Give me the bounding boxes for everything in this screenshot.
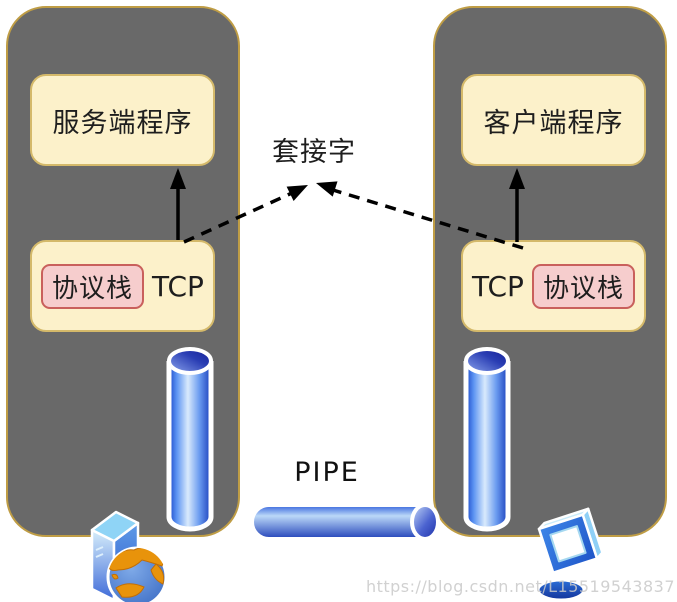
client-tcp-label: TCP (472, 269, 524, 303)
server-program-label: 服务端程序 (52, 107, 193, 139)
server-tcp-label: TCP (152, 269, 204, 303)
globe-icon (106, 546, 168, 602)
server-program-box: 服务端程序 (30, 74, 215, 166)
client-tcp-row: TCP 协议栈 (472, 263, 635, 309)
horizontal-pipe-cylinder (250, 503, 440, 541)
server-tcp-row: 协议栈 TCP (41, 263, 204, 309)
watermark-url: https://blog.csdn.net/L15519543837 (365, 577, 675, 596)
socket-label: 套接字 (272, 137, 356, 168)
client-program-label: 客户端程序 (483, 107, 624, 139)
server-protocol-stack-chip: 协议栈 (41, 263, 145, 309)
pipe-label: PIPE (294, 457, 360, 488)
client-program-box: 客户端程序 (461, 74, 646, 166)
server-tcp-box: 协议栈 TCP (30, 240, 215, 332)
client-protocol-stack-chip: 协议栈 (531, 263, 635, 309)
client-tcp-box: TCP 协议栈 (461, 240, 646, 332)
